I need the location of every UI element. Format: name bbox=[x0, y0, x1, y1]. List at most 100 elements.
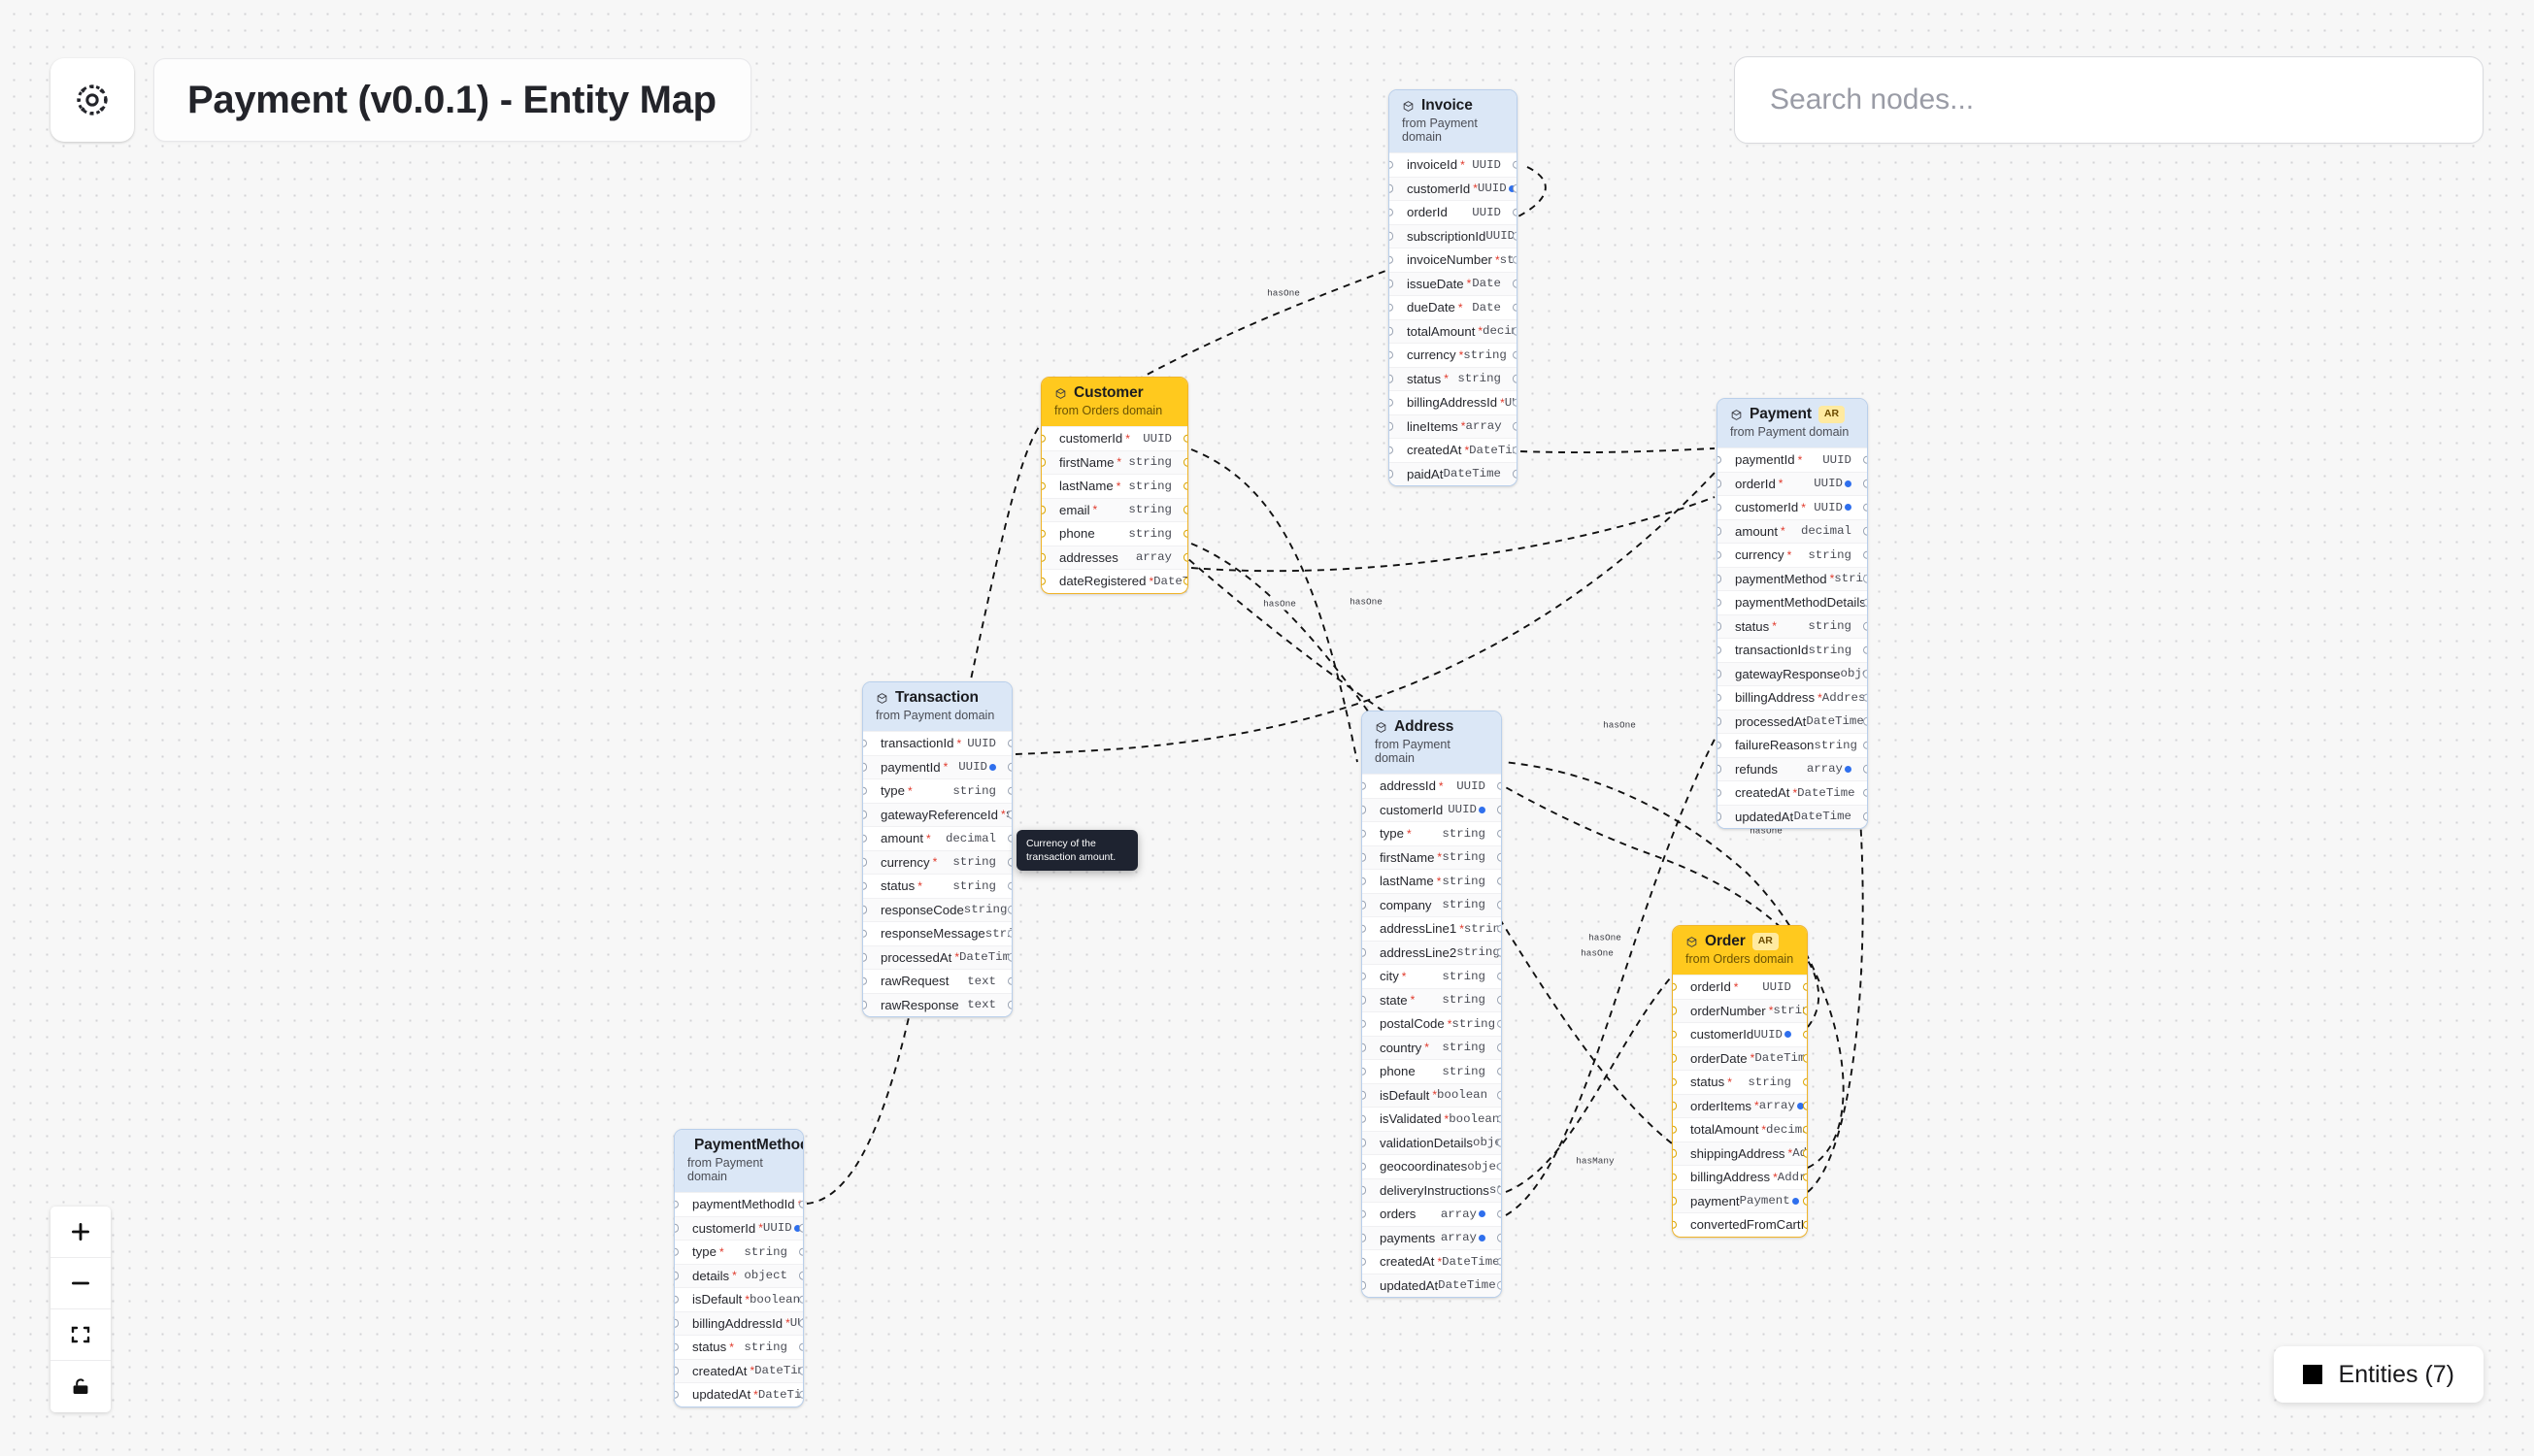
entity-field[interactable]: orderNumber*string bbox=[1673, 998, 1807, 1022]
field-port-left[interactable] bbox=[1717, 598, 1721, 607]
zoom-in-button[interactable] bbox=[50, 1207, 111, 1258]
field-port-right[interactable] bbox=[1513, 350, 1517, 359]
field-port-left[interactable] bbox=[675, 1295, 679, 1304]
entity-field[interactable]: paymentId*UUID bbox=[863, 754, 1012, 778]
entity-field[interactable]: status*string bbox=[863, 874, 1012, 898]
field-port-left[interactable] bbox=[1362, 853, 1366, 862]
legend-entities[interactable]: Entities (7) bbox=[2273, 1346, 2484, 1403]
entity-field[interactable]: paymentMethodDetailsobject bbox=[1717, 590, 1867, 614]
field-port-left[interactable] bbox=[1042, 577, 1046, 585]
entity-field[interactable]: billingAddressId*UUID bbox=[1389, 390, 1517, 414]
field-port-right[interactable] bbox=[1513, 208, 1517, 216]
settings-button[interactable] bbox=[50, 58, 134, 142]
field-port-right[interactable] bbox=[1863, 550, 1867, 559]
entity-field[interactable]: firstName*string bbox=[1042, 449, 1187, 474]
field-port-right[interactable] bbox=[1008, 953, 1012, 962]
field-port-right[interactable] bbox=[1008, 976, 1012, 985]
field-port-left[interactable] bbox=[1673, 982, 1677, 991]
field-port-left[interactable] bbox=[863, 881, 867, 890]
field-port-right[interactable] bbox=[1008, 739, 1012, 747]
entity-field[interactable]: dateRegistered*DateTime bbox=[1042, 569, 1187, 593]
field-port-left[interactable] bbox=[1389, 375, 1393, 383]
field-port-right[interactable] bbox=[799, 1319, 803, 1328]
entity-field[interactable]: status*string bbox=[675, 1335, 803, 1359]
field-port-right[interactable] bbox=[1008, 786, 1012, 795]
field-port-right[interactable] bbox=[1497, 1019, 1501, 1028]
field-port-right[interactable] bbox=[1184, 529, 1187, 538]
field-port-right[interactable] bbox=[1863, 503, 1867, 512]
field-port-right[interactable] bbox=[1497, 1091, 1501, 1100]
entity-field[interactable]: customerId*UUID bbox=[1717, 495, 1867, 519]
field-port-left[interactable] bbox=[1673, 1030, 1677, 1039]
field-port-right[interactable] bbox=[1497, 1162, 1501, 1171]
field-port-right[interactable] bbox=[1497, 924, 1501, 933]
entity-field[interactable]: addressId*UUID bbox=[1362, 774, 1501, 798]
entity-field[interactable]: shippingAddress*Address bbox=[1673, 1141, 1807, 1165]
entity-field[interactable]: invoiceNumber*string bbox=[1389, 248, 1517, 272]
entity-field[interactable]: email*string bbox=[1042, 497, 1187, 521]
entity-field[interactable]: updatedAt*DateTime bbox=[675, 1382, 803, 1406]
entity-field[interactable]: lineItems*array bbox=[1389, 414, 1517, 438]
field-port-left[interactable] bbox=[863, 834, 867, 843]
field-port-left[interactable] bbox=[675, 1200, 679, 1208]
field-port-right[interactable] bbox=[1497, 1186, 1501, 1195]
field-port-left[interactable] bbox=[1362, 1257, 1366, 1266]
search-box[interactable] bbox=[1734, 56, 2484, 144]
field-port-right[interactable] bbox=[1863, 645, 1867, 654]
entity-field[interactable]: orderItems*array bbox=[1673, 1093, 1807, 1117]
field-port-left[interactable] bbox=[1717, 717, 1721, 726]
entity-field[interactable]: billingAddressId*UUID bbox=[675, 1310, 803, 1335]
field-port-left[interactable] bbox=[1717, 503, 1721, 512]
field-port-right[interactable] bbox=[1497, 1281, 1501, 1290]
entity-field[interactable]: status*string bbox=[1389, 366, 1517, 390]
field-port-right[interactable] bbox=[1497, 996, 1501, 1005]
entity-field[interactable]: totalAmount*decimal bbox=[1673, 1117, 1807, 1142]
entity-field[interactable]: type*string bbox=[675, 1240, 803, 1264]
field-port-right[interactable] bbox=[799, 1200, 803, 1208]
field-port-left[interactable] bbox=[1389, 232, 1393, 241]
field-port-left[interactable] bbox=[1042, 553, 1046, 562]
field-port-right[interactable] bbox=[1513, 398, 1517, 407]
field-port-left[interactable] bbox=[1673, 1197, 1677, 1206]
field-port-right[interactable] bbox=[1184, 577, 1187, 585]
field-port-left[interactable] bbox=[1673, 1125, 1677, 1134]
field-port-left[interactable] bbox=[1717, 480, 1721, 488]
field-port-right[interactable] bbox=[799, 1224, 803, 1233]
field-port-left[interactable] bbox=[1042, 458, 1046, 467]
field-port-left[interactable] bbox=[1362, 924, 1366, 933]
field-port-right[interactable] bbox=[799, 1390, 803, 1399]
entity-field[interactable]: amount*decimal bbox=[1717, 518, 1867, 543]
field-port-right[interactable] bbox=[1497, 1139, 1501, 1147]
field-port-right[interactable] bbox=[1497, 1234, 1501, 1242]
field-port-left[interactable] bbox=[863, 763, 867, 772]
field-port-right[interactable] bbox=[1513, 470, 1517, 479]
entity-field[interactable]: postalCode*string bbox=[1362, 1011, 1501, 1036]
field-port-right[interactable] bbox=[1497, 1114, 1501, 1123]
field-port-left[interactable] bbox=[1362, 1281, 1366, 1290]
entity-field[interactable]: city*string bbox=[1362, 964, 1501, 988]
field-port-left[interactable] bbox=[863, 929, 867, 938]
field-port-right[interactable] bbox=[1513, 280, 1517, 288]
entity-field[interactable]: gatewayResponseobject bbox=[1717, 661, 1867, 685]
entity-field[interactable]: customerId*UUID bbox=[1042, 426, 1187, 450]
field-port-left[interactable] bbox=[1362, 1019, 1366, 1028]
field-port-left[interactable] bbox=[863, 953, 867, 962]
entity-field[interactable]: status*string bbox=[1717, 613, 1867, 638]
field-port-left[interactable] bbox=[1362, 1186, 1366, 1195]
entity-field[interactable]: orderId*UUID bbox=[1717, 471, 1867, 495]
field-port-left[interactable] bbox=[1673, 1149, 1677, 1158]
entity-field[interactable]: currency*string bbox=[1389, 343, 1517, 367]
field-port-left[interactable] bbox=[1389, 446, 1393, 454]
field-port-left[interactable] bbox=[863, 906, 867, 914]
field-port-left[interactable] bbox=[1362, 1091, 1366, 1100]
